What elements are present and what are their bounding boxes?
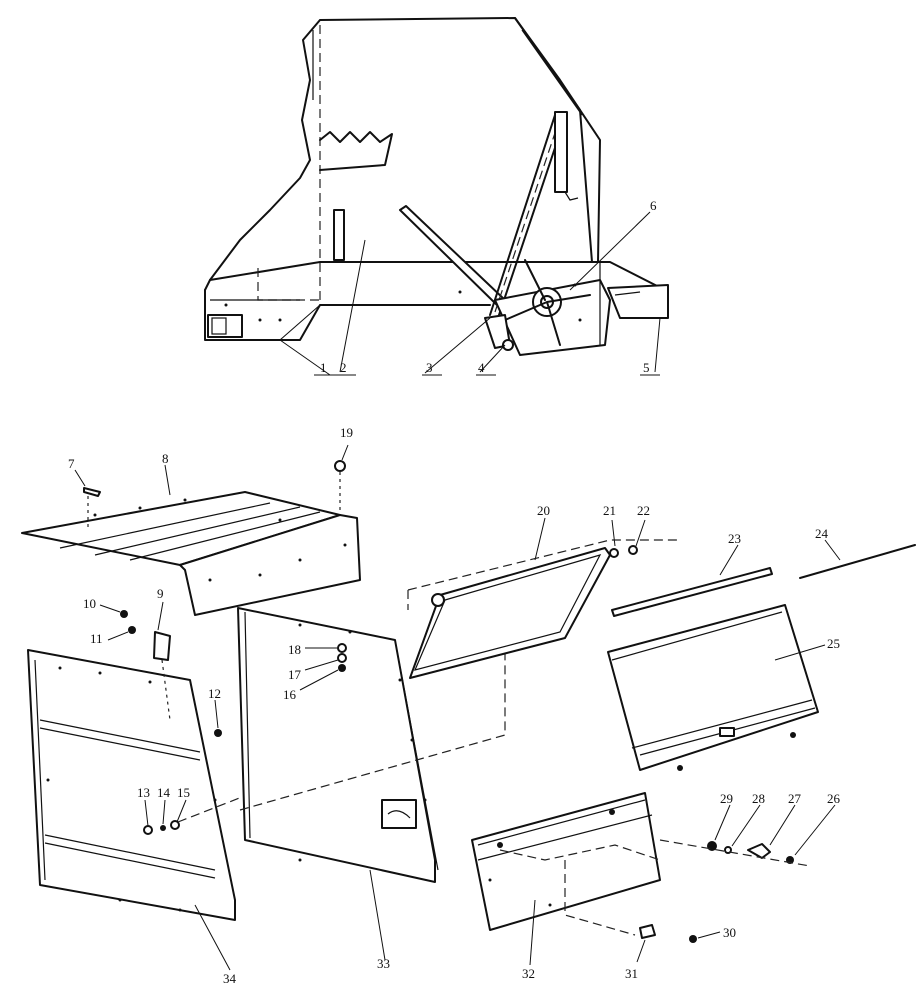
- parts-23-24-rods: [611, 539, 916, 617]
- fasteners-26-31: [636, 804, 836, 963]
- part-label-9: 9: [157, 586, 164, 601]
- part-20-window-frame: [407, 517, 680, 679]
- part-32-lower-panel: [471, 792, 661, 966]
- part-label-7: 7: [68, 456, 75, 471]
- part-label-21: 21: [603, 503, 616, 518]
- part-34-left-panel: [27, 601, 261, 971]
- part-label-8: 8: [162, 451, 169, 466]
- part-label-4: 4: [478, 360, 485, 375]
- part-label-16: 16: [283, 687, 297, 702]
- part-label-3: 3: [426, 360, 433, 375]
- part-label-11: 11: [90, 631, 103, 646]
- part-25-right-panel: [607, 604, 826, 771]
- part-label-17: 17: [288, 667, 302, 682]
- part-label-2: 2: [340, 360, 347, 375]
- part-label-26: 26: [827, 791, 841, 806]
- machine-side-assembly: [204, 17, 669, 376]
- part-label-25: 25: [827, 636, 840, 651]
- part-label-24: 24: [815, 526, 829, 541]
- part-33-middle-panel: [237, 580, 506, 961]
- part-number-labels: 1 2 3 4 5 6 7 8 9 10 11 12 13 14 15 16 1…: [68, 198, 841, 986]
- part-label-19: 19: [340, 425, 353, 440]
- part-8-top-cover: [21, 444, 361, 616]
- part-label-5: 5: [643, 360, 650, 375]
- part-label-12: 12: [208, 686, 221, 701]
- part-label-33: 33: [377, 956, 390, 971]
- part-label-32: 32: [522, 966, 535, 981]
- part-label-18: 18: [288, 642, 301, 657]
- part-label-20: 20: [537, 503, 550, 518]
- part-label-27: 27: [788, 791, 802, 806]
- part-label-28: 28: [752, 791, 765, 806]
- part-label-30: 30: [723, 925, 736, 940]
- part-label-15: 15: [177, 785, 190, 800]
- part-label-34: 34: [223, 971, 237, 986]
- part-label-10: 10: [83, 596, 96, 611]
- part-label-31: 31: [625, 966, 638, 981]
- part-label-14: 14: [157, 785, 171, 800]
- part-label-22: 22: [637, 503, 650, 518]
- part-label-23: 23: [728, 531, 741, 546]
- part-label-29: 29: [720, 791, 733, 806]
- part-label-6: 6: [650, 198, 657, 213]
- part-label-1: 1: [320, 360, 327, 375]
- part-label-13: 13: [137, 785, 150, 800]
